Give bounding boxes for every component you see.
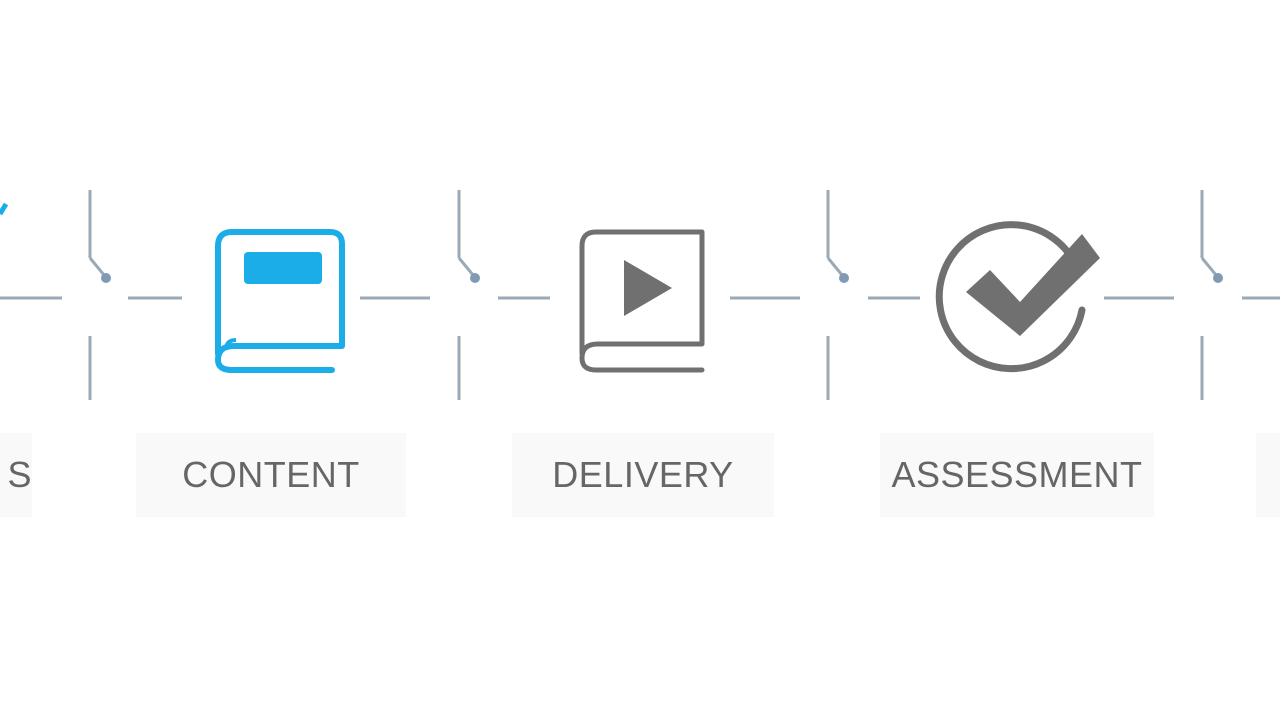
switch-dot [470, 273, 480, 283]
switch-symbol [457, 190, 475, 400]
step-label-partial: S [0, 433, 32, 517]
switch-dot [101, 273, 111, 283]
step-label-text: DELIVERY [552, 454, 734, 495]
step-label-delivery: DELIVERY [512, 433, 774, 517]
switch-symbol [826, 190, 844, 400]
partial-check-icon [0, 202, 9, 216]
switch-symbol [1200, 190, 1218, 400]
step-label-next-partial [1256, 433, 1280, 517]
switch-dot [839, 273, 849, 283]
step-label-text: ASSESSMENT [891, 454, 1143, 495]
step-label-assessment: ASSESSMENT [880, 433, 1154, 517]
step-label-text: S [7, 454, 32, 495]
checkmark-circle-icon [935, 221, 1100, 373]
play-book-icon [579, 229, 705, 373]
step-label-text: CONTENT [182, 454, 360, 495]
book-icon [215, 229, 345, 373]
switch-dot [1213, 273, 1223, 283]
step-label-content: CONTENT [136, 433, 406, 517]
switch-symbol [88, 190, 106, 400]
